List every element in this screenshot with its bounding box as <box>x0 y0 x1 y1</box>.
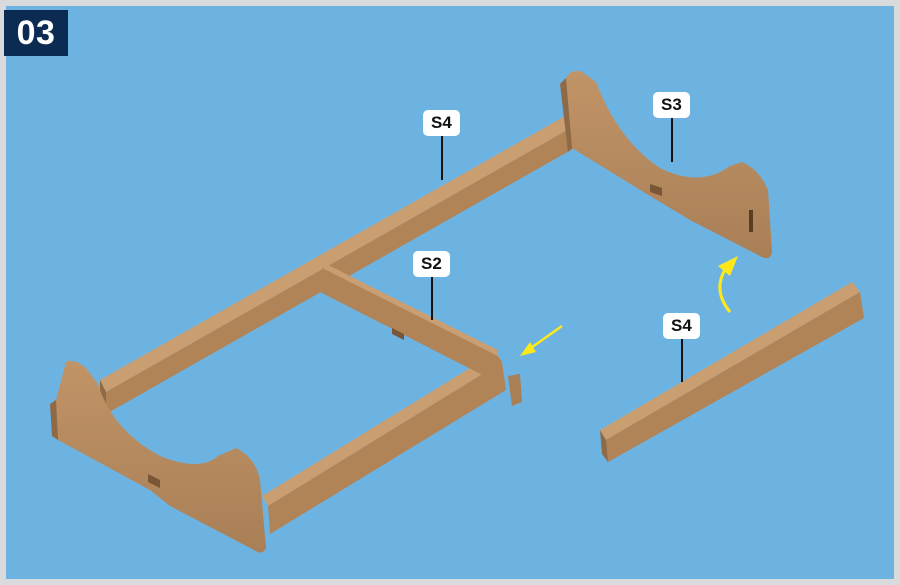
left-end-frame <box>50 361 266 553</box>
part-label-end-frame: S3 <box>653 92 690 118</box>
step-number-badge: 03 <box>4 10 68 56</box>
insert-arrow <box>520 326 562 356</box>
part-label-loose-rail: S4 <box>663 313 700 339</box>
rotate-arrow <box>718 256 738 312</box>
part-label-cross-brace: S2 <box>413 251 450 277</box>
long-back-rail <box>100 112 578 414</box>
part-label-back-rail: S4 <box>423 110 460 136</box>
left-front-rail <box>262 352 506 534</box>
loose-rail <box>600 282 864 462</box>
